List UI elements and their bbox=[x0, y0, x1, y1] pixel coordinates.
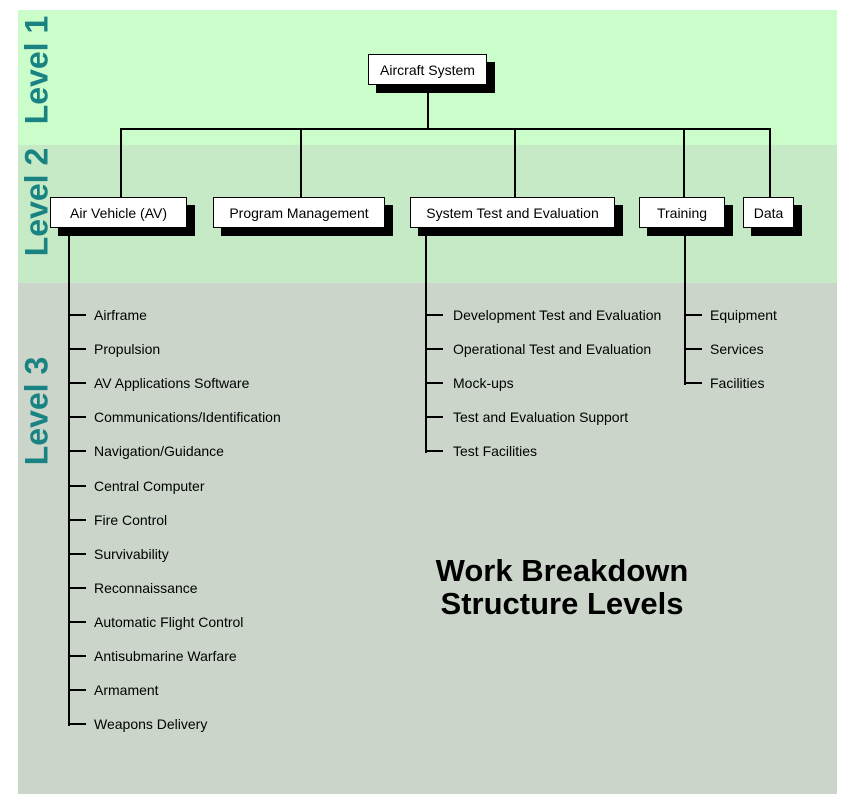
level3-spine bbox=[425, 228, 427, 453]
level3-item-tick bbox=[68, 416, 86, 418]
level3-item-label: Test Facilities bbox=[453, 443, 538, 459]
level3-item-label: Weapons Delivery bbox=[94, 716, 208, 732]
level3-item-label: Propulsion bbox=[94, 341, 161, 357]
level3-item-tick bbox=[425, 314, 443, 316]
level3-item-tick bbox=[68, 689, 86, 691]
level3-item-tick bbox=[68, 519, 86, 521]
level3-item-tick bbox=[425, 382, 443, 384]
level3-spine bbox=[684, 228, 686, 385]
level3-item-label: Airframe bbox=[94, 307, 147, 323]
level3-item-label: Development Test and Evaluation bbox=[453, 307, 662, 323]
level3-item-tick bbox=[68, 553, 86, 555]
level3-item-label: Operational Test and Evaluation bbox=[453, 341, 652, 357]
level3-item-tick bbox=[684, 348, 702, 350]
level3-item-label: Equipment bbox=[710, 307, 777, 323]
level3-item-label: Reconnaissance bbox=[94, 580, 198, 596]
level3-label: Level 3 bbox=[18, 356, 55, 466]
level3-item-label: Mock-ups bbox=[453, 375, 514, 391]
connector-drop-training bbox=[683, 128, 685, 197]
level3-item-label: Fire Control bbox=[94, 512, 168, 528]
box-data: Data bbox=[743, 197, 794, 228]
level3-item-label: Services bbox=[710, 341, 764, 357]
level3-item-tick bbox=[68, 621, 86, 623]
level1-label: Level 1 bbox=[18, 15, 55, 125]
level3-item-label: Automatic Flight Control bbox=[94, 614, 244, 630]
level3-item-tick bbox=[68, 450, 86, 452]
level3-item-label: Communications/Identification bbox=[94, 409, 281, 425]
level3-item-label: Antisubmarine Warfare bbox=[94, 648, 237, 664]
level3-item-tick bbox=[68, 314, 86, 316]
level3-item-tick bbox=[425, 416, 443, 418]
connector-root-drop bbox=[427, 84, 429, 128]
level3-item-label: Armament bbox=[94, 682, 159, 698]
level3-item-label: Test and Evaluation Support bbox=[453, 409, 629, 425]
diagram-title-line1: Work Breakdown bbox=[435, 553, 689, 588]
level3-spine bbox=[68, 228, 70, 726]
connector-drop-air-vehicle bbox=[120, 128, 122, 197]
box-aircraft-system: Aircraft System bbox=[368, 54, 487, 85]
diagram-title-line2: Structure Levels bbox=[440, 586, 684, 621]
level3-item-label: AV Applications Software bbox=[94, 375, 250, 391]
level3-item-tick bbox=[68, 485, 86, 487]
box-system-test-and-evaluation: System Test and Evaluation bbox=[410, 197, 615, 228]
box-training: Training bbox=[639, 197, 725, 228]
connector-bus bbox=[120, 128, 771, 130]
box-air-vehicle: Air Vehicle (AV) bbox=[50, 197, 187, 228]
connector-drop-program-management bbox=[300, 128, 302, 197]
level3-item-label: Central Computer bbox=[94, 478, 205, 494]
level3-item-tick bbox=[425, 348, 443, 350]
level3-item-tick bbox=[68, 382, 86, 384]
level3-item-tick bbox=[425, 450, 443, 452]
connector-drop-system-test bbox=[514, 128, 516, 197]
level3-item-tick bbox=[68, 655, 86, 657]
level3-item-tick bbox=[68, 723, 86, 725]
level3-item-tick bbox=[68, 587, 86, 589]
level3-item-tick bbox=[68, 348, 86, 350]
level3-item-tick bbox=[684, 314, 702, 316]
diagram-title: Work Breakdown Structure Levels bbox=[436, 554, 689, 620]
level3-item-label: Survivability bbox=[94, 546, 169, 562]
box-program-management: Program Management bbox=[213, 197, 385, 228]
level3-item-label: Navigation/Guidance bbox=[94, 443, 224, 459]
level3-band bbox=[18, 283, 837, 794]
connector-drop-data bbox=[769, 128, 771, 197]
level3-item-tick bbox=[684, 382, 702, 384]
level3-item-label: Facilities bbox=[710, 375, 765, 391]
